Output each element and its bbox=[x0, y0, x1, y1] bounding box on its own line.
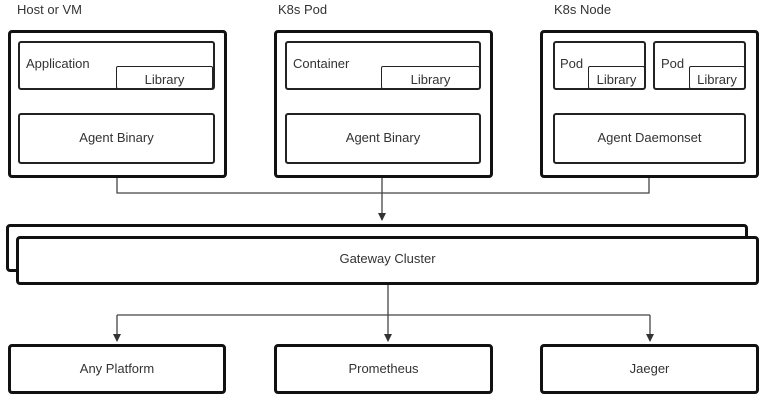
library-label-2: Library bbox=[410, 72, 451, 87]
library-box-2 bbox=[381, 66, 480, 89]
library-box-1 bbox=[116, 66, 213, 89]
destination-prometheus bbox=[274, 344, 493, 394]
agent-binary-box-2 bbox=[285, 113, 481, 164]
pod-label-2: Pod bbox=[661, 56, 685, 71]
group-title-k8s-node: K8s Node bbox=[554, 2, 612, 17]
application-label: Application bbox=[26, 56, 90, 71]
group-title-k8s-pod: K8s Pod bbox=[278, 2, 328, 17]
connector-groups-to-gateway bbox=[116, 178, 650, 194]
destination-jaeger bbox=[540, 344, 759, 394]
destination-label-prometheus: Prometheus bbox=[348, 361, 419, 376]
library-label-1: Library bbox=[144, 72, 185, 87]
destination-any-platform bbox=[8, 344, 226, 394]
gateway-cluster-box bbox=[16, 236, 759, 285]
agent-daemonset-box bbox=[553, 113, 746, 164]
container-label: Container bbox=[293, 56, 350, 71]
agent-binary-label-2: Agent Binary bbox=[345, 130, 421, 145]
destination-label-jaeger: Jaeger bbox=[629, 361, 670, 376]
library-box-pod-1 bbox=[588, 66, 645, 89]
agent-daemonset-label: Agent Daemonset bbox=[597, 130, 702, 145]
group-title-host-or-vm: Host or VM bbox=[17, 2, 83, 17]
agent-binary-box-1 bbox=[18, 113, 215, 164]
library-box-pod-2 bbox=[689, 66, 745, 89]
library-label-pod-1: Library bbox=[596, 72, 637, 87]
library-label-pod-2: Library bbox=[697, 72, 737, 87]
agent-binary-label-1: Agent Binary bbox=[79, 130, 154, 145]
destination-label-any-platform: Any Platform bbox=[79, 361, 155, 376]
gateway-cluster-label: Gateway Cluster bbox=[339, 251, 436, 266]
pod-label-1: Pod bbox=[560, 56, 584, 71]
